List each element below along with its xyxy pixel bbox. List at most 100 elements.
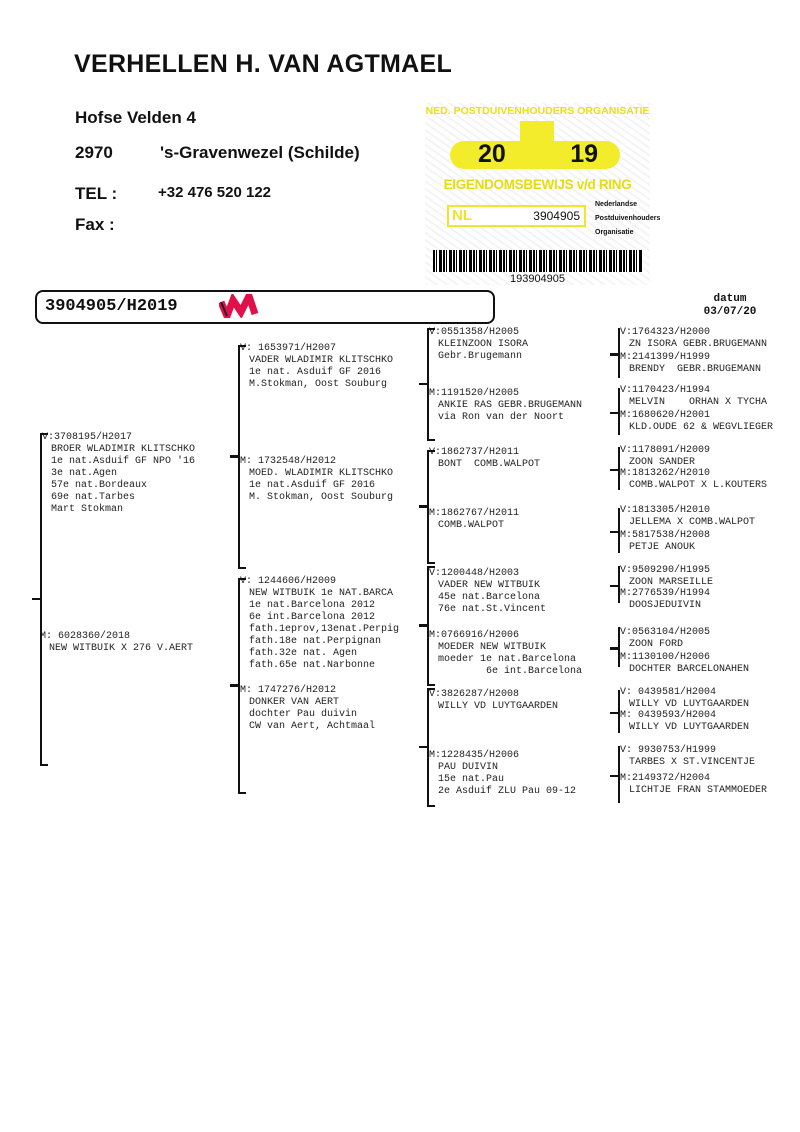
node-line: WILLY VD LUYTGAARDEN xyxy=(629,722,750,733)
node-ring: V: 9930753/H1999 xyxy=(620,745,717,756)
node-line: ZN ISORA GEBR.BRUGEMANN xyxy=(629,339,768,350)
bracket-connector xyxy=(610,411,618,414)
node-ring: M:2776539/H1994 xyxy=(620,588,711,599)
node-line: KLEINZOON ISORA xyxy=(438,339,529,350)
node-line: KLD.OUDE 62 & WEGVLIEGER xyxy=(629,422,774,433)
node-line: BONT COMB.WALPOT xyxy=(438,459,541,470)
node-ring: M:1228435/H2006 xyxy=(429,750,520,761)
pedigree-bracket xyxy=(618,447,626,490)
node-line: PETJE ANOUK xyxy=(629,542,696,553)
pedigree-bracket xyxy=(40,433,48,766)
bracket-connector xyxy=(419,745,427,748)
node-ring: M: 1747276/H2012 xyxy=(240,685,337,696)
node-ring: M:2149372/H2004 xyxy=(620,773,711,784)
pedigree-bracket xyxy=(427,328,435,441)
node-ring: V: 1653971/H2007 xyxy=(240,343,337,354)
node-ring: V:3826287/H2008 xyxy=(429,689,520,700)
node-line: TARBES X ST.VINCENTJE xyxy=(629,757,756,768)
barcode xyxy=(433,250,643,272)
node-line: 1e nat.Barcelona 2012 xyxy=(249,600,376,611)
node-ring: M:1813262/H2010 xyxy=(620,468,711,479)
bracket-connector xyxy=(610,711,618,714)
pedigree-bracket xyxy=(427,450,435,564)
pigeon-ring: 3904905/H2019 xyxy=(45,297,178,316)
pedigree-bracket xyxy=(618,388,626,435)
node-line: JELLEMA X COMB.WALPOT xyxy=(629,517,756,528)
tel-number: +32 476 520 122 xyxy=(158,184,272,201)
node-ring: V: 1244606/H2009 xyxy=(240,576,337,587)
node-ring: V: 0439581/H2004 xyxy=(620,687,717,698)
bracket-connector xyxy=(610,468,618,471)
node-line: via Ron van der Noort xyxy=(438,412,565,423)
owner-name: VERHELLEN H. VAN AGTMAEL xyxy=(74,50,453,78)
card-title: EIGENDOMSBEWIJS v/d RING xyxy=(443,177,632,192)
node-ring: V:0563104/H2005 xyxy=(620,627,711,638)
card-year-left: 20 xyxy=(478,140,506,168)
card-country: NL xyxy=(452,207,472,224)
node-line: DOOSJEDUIVIN xyxy=(629,600,702,611)
node-ring: V:1764323/H2000 xyxy=(620,327,711,338)
pedigree-bracket xyxy=(427,688,435,807)
node-line: 6e int.Barcelona 2012 xyxy=(249,612,376,623)
node-line: MELVIN ORHAN X TYCHA xyxy=(629,397,768,408)
owner-street: Hofse Velden 4 xyxy=(75,108,196,127)
node-line: M.Stokman, Oost Souburg xyxy=(249,379,388,390)
node-line: 6e int.Barcelona xyxy=(438,666,583,677)
pedigree-bracket xyxy=(427,566,435,686)
node-line: WILLY VD LUYTGAARDEN xyxy=(438,701,559,712)
node-line: 1e nat.Asduif GF NPO '16 xyxy=(51,456,196,467)
npo-line-3: Organisatie xyxy=(595,229,634,236)
node-ring: V:3708195/H2017 xyxy=(42,432,133,443)
barcode-number: 193904905 xyxy=(509,273,566,285)
node-line: 3e nat.Agen xyxy=(51,468,118,479)
node-ring: V:1813305/H2010 xyxy=(620,505,711,516)
node-line: CW van Aert, Achtmaal xyxy=(249,721,376,732)
node-line: DONKER VAN AERT xyxy=(249,697,340,708)
node-ring: M:2141399/H1999 xyxy=(620,352,711,363)
tel-label: TEL : xyxy=(75,184,118,203)
node-ring: M: 6028360/2018 xyxy=(40,631,131,642)
node-line: ZOON SANDER xyxy=(629,457,696,468)
card-year-right: 19 xyxy=(570,140,598,168)
pedigree-bracket xyxy=(618,566,626,603)
node-line: fath.32e nat. Agen xyxy=(249,648,358,659)
bracket-connector xyxy=(419,624,427,627)
bracket-connector xyxy=(230,455,238,458)
node-ring: V:1200448/H2003 xyxy=(429,568,520,579)
pedigree-bracket xyxy=(618,746,626,803)
node-line: VADER WLADIMIR KLITSCHKO xyxy=(249,355,394,366)
node-ring: V:1178091/H2009 xyxy=(620,445,711,456)
node-line: moeder 1e nat.Barcelona xyxy=(438,654,577,665)
pedigree-bracket xyxy=(618,508,626,553)
node-line: ANKIE RAS GEBR.BRUGEMANN xyxy=(438,400,583,411)
pedigree-bracket xyxy=(238,578,246,794)
node-line: fath.1eprov,13enat.Perpig xyxy=(249,624,400,635)
bracket-connector xyxy=(419,505,427,508)
node-ring: M:1680620/H2001 xyxy=(620,410,711,421)
node-line: 2e Asduif ZLU Pau 09-12 xyxy=(438,786,577,797)
node-line: fath.18e nat.Perpignan xyxy=(249,636,382,647)
node-line: 57e nat.Bordeaux xyxy=(51,480,148,491)
node-ring: M: 1732548/H2012 xyxy=(240,456,337,467)
node-ring: M:1130100/H2006 xyxy=(620,652,711,663)
node-line: DOCHTER BARCELONAHEN xyxy=(629,664,750,675)
card-ring-number: 3904905 xyxy=(533,209,580,223)
